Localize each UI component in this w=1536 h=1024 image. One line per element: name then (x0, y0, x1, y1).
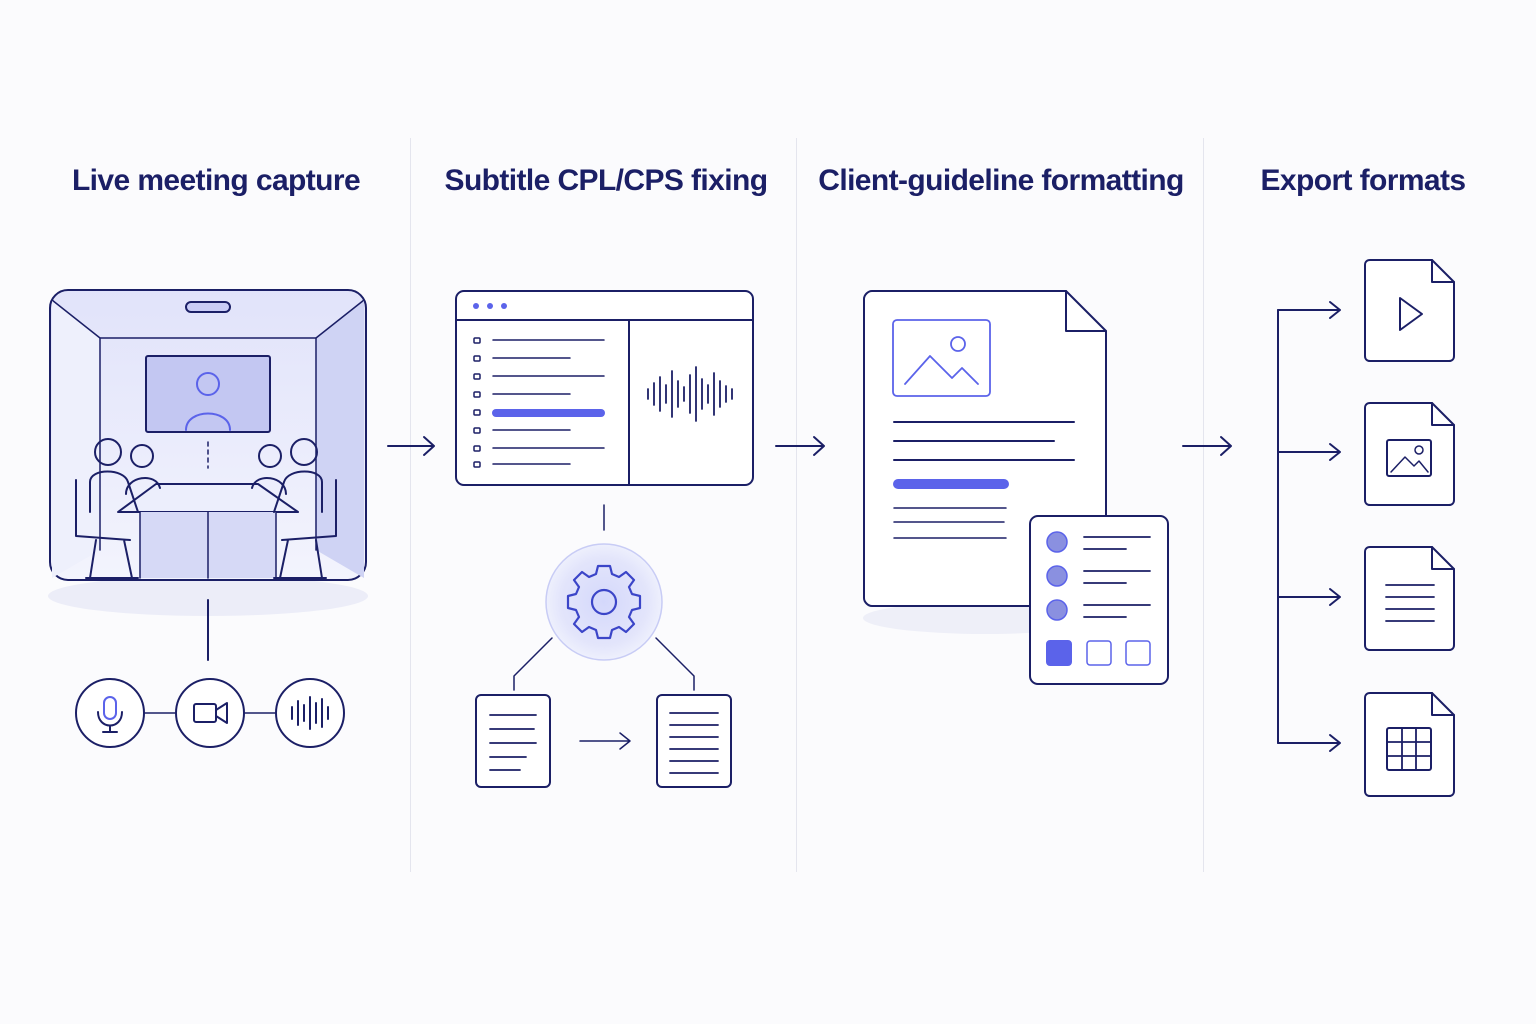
audio-waveform-icon (647, 366, 733, 422)
screen-person-head (196, 372, 220, 396)
highlighted-subtitle-line (492, 409, 605, 417)
arrow-right (1182, 436, 1232, 456)
meeting-room-illustration (48, 289, 368, 616)
export-branch-lines (1277, 301, 1341, 752)
checkbox-empty (1086, 640, 1112, 666)
column-divider (410, 138, 411, 872)
checkbox-empty (1125, 640, 1151, 666)
image-placeholder-icon (892, 319, 991, 397)
document-icon (475, 694, 551, 788)
audio-waveform-icon (275, 678, 345, 748)
checkbox-checked (1046, 640, 1072, 666)
spreadsheet-file-icon (1364, 692, 1455, 797)
column-title-guideline-formatting: Client-guideline formatting (818, 164, 1184, 197)
arrow-right (387, 436, 435, 456)
right-wall (316, 300, 364, 578)
meeting-table (117, 483, 299, 513)
subtitle-lines (473, 337, 605, 468)
person-right-front (273, 438, 337, 579)
person-left-back (125, 444, 161, 495)
column-title-export-formats: Export formats (1260, 164, 1467, 197)
column-title-subtitle-fixing: Subtitle CPL/CPS fixing (444, 164, 768, 197)
person-right-back (251, 444, 287, 495)
arrow-right (579, 732, 631, 750)
arrow-right (775, 436, 825, 456)
room-shadow (48, 576, 368, 616)
text-file-icon (1364, 546, 1455, 651)
subtitle-editor-window (455, 290, 754, 486)
microphone-icon (75, 678, 145, 748)
video-play-file-icon (1364, 259, 1455, 362)
screen-person-body (185, 412, 231, 431)
column-divider (1203, 138, 1204, 872)
video-camera-icon (175, 678, 245, 748)
document-icon (656, 694, 732, 788)
image-file-icon (1364, 402, 1455, 506)
person-left-front (75, 438, 139, 579)
column-divider (796, 138, 797, 872)
guideline-checklist-panel (1029, 515, 1169, 685)
gear-icon (545, 543, 663, 661)
column-title-live-meeting-capture: Live meeting capture (71, 164, 361, 197)
ceiling-camera (185, 301, 231, 313)
left-wall (52, 300, 100, 578)
